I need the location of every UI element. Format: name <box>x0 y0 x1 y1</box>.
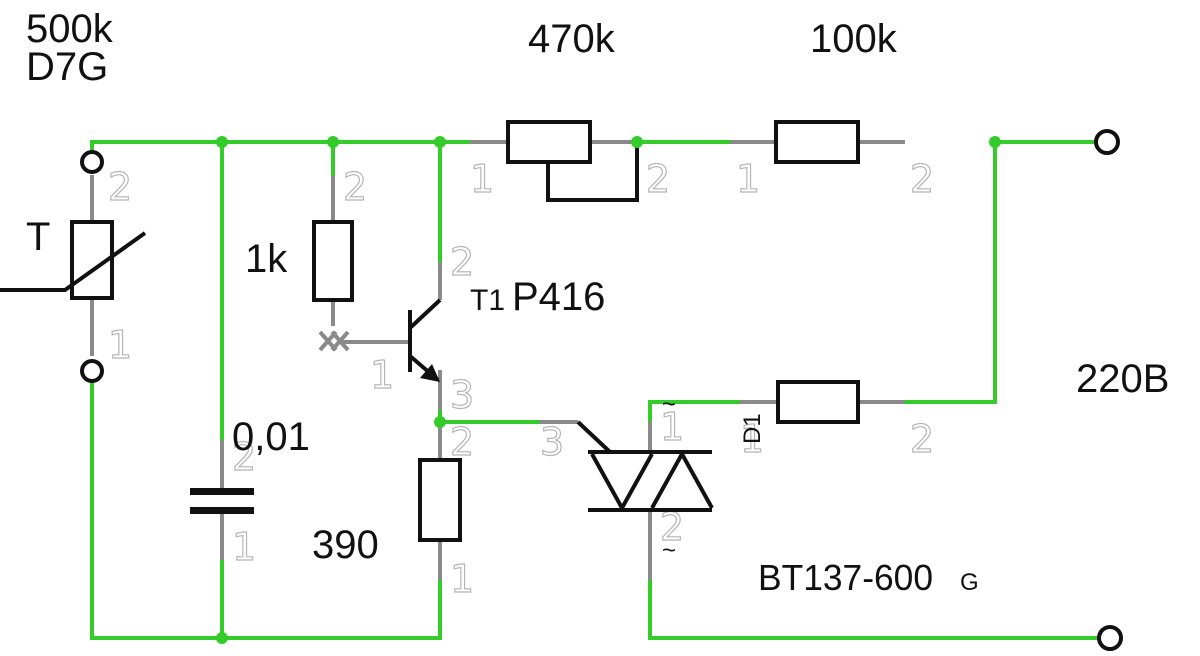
transistor-ref-label: T1 <box>470 284 505 317</box>
transistor-type-label: P416 <box>512 275 605 319</box>
pin-number: 1 <box>232 525 256 569</box>
pin-number: 2 <box>343 165 367 209</box>
pin-number: 2 <box>450 420 474 464</box>
leads <box>90 140 905 580</box>
base-resistor-label: 1k <box>245 237 288 281</box>
resistor-d1-body <box>776 380 860 424</box>
resistor-1k-body <box>312 220 354 302</box>
pin-number: 2 <box>646 157 670 201</box>
pin-number: 1 <box>370 353 394 397</box>
pin-numbers: 2 1 2 1 2 3 2 1 2 1 1 2 1 2 1 2 3 1 2 <box>107 156 934 601</box>
pin-number: 2 <box>910 417 934 461</box>
capacitor-symbol <box>190 488 254 514</box>
pin-number: 2 <box>232 435 256 479</box>
triac-bottom-wire <box>648 578 1107 640</box>
tilde-bottom: ~ <box>662 537 676 564</box>
tilde-top: ~ <box>662 391 676 418</box>
thermistor-value-label: 500k <box>26 7 114 51</box>
pin-number: 1 <box>108 323 132 367</box>
pin-number: 3 <box>540 420 564 464</box>
thermistor-type-label: D7G <box>26 45 108 89</box>
resistor-top-label: 100k <box>810 17 898 61</box>
transistor-symbol <box>408 298 442 382</box>
pot-value-label: 470k <box>528 17 616 61</box>
pin-number: 1 <box>740 417 764 461</box>
pin-number: 1 <box>450 557 474 601</box>
pin-number: 1 <box>470 157 494 201</box>
junction-nodes <box>216 136 1001 644</box>
wires <box>90 140 1107 640</box>
thermistor-symbol <box>0 220 147 300</box>
capacitor-value-label: 0,01 <box>232 415 310 459</box>
triac-gate-label: G <box>960 569 979 596</box>
mains-voltage-label: 220B <box>1076 357 1169 401</box>
pin-number: 1 <box>660 405 684 449</box>
pin-number: 2 <box>910 157 934 201</box>
pin-number: 3 <box>450 373 474 417</box>
emitter-resistor-label: 390 <box>312 523 379 567</box>
triac-symbol <box>576 420 714 513</box>
thermistor-symbol-label: T <box>26 215 50 259</box>
terminals <box>80 129 1123 651</box>
pin-number: 2 <box>450 240 474 284</box>
pin-number: 2 <box>108 165 132 209</box>
triac-top-wire <box>648 400 742 424</box>
triac-type-label: BT137-600 <box>758 557 933 598</box>
no-connect-marker <box>318 330 350 352</box>
pin-number: 1 <box>736 157 760 201</box>
d1-ref-label: D1 <box>739 413 766 444</box>
resistor-390-body <box>418 458 462 542</box>
potentiometer-470k <box>506 120 639 202</box>
resistor-100k-body <box>774 120 860 164</box>
